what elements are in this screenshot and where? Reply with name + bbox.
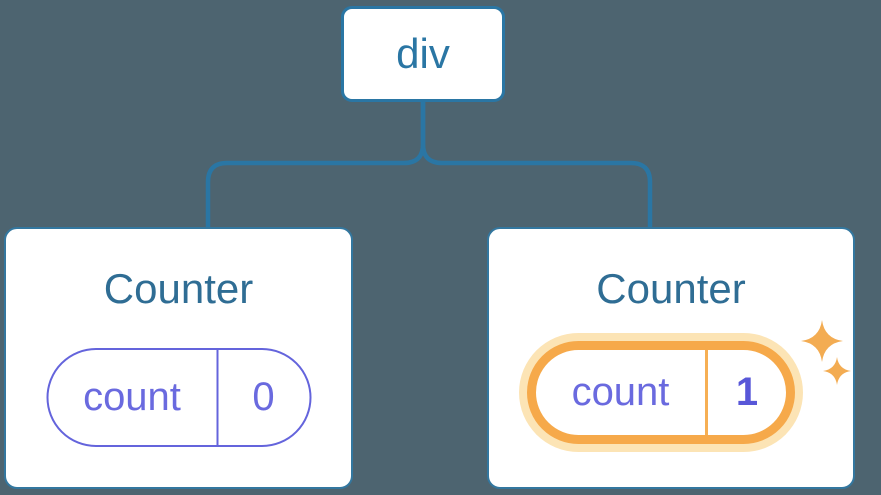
tree-node-div-label: div bbox=[396, 30, 450, 77]
state-key-label: count bbox=[571, 370, 670, 414]
state-pill-highlighted: count 1 bbox=[527, 341, 795, 444]
state-value: 0 bbox=[216, 350, 309, 445]
state-value: 1 bbox=[705, 350, 786, 435]
state-key-label: count bbox=[83, 375, 181, 419]
counter-card-right: Counter count 1 bbox=[487, 227, 855, 489]
tree-node-div: div bbox=[341, 6, 505, 102]
state-pill: count 0 bbox=[46, 348, 311, 447]
component-title: Counter bbox=[103, 265, 254, 312]
component-title: Counter bbox=[596, 265, 746, 312]
counter-card-left: Counter count 0 bbox=[4, 227, 353, 489]
sparkle-icon bbox=[801, 320, 851, 385]
